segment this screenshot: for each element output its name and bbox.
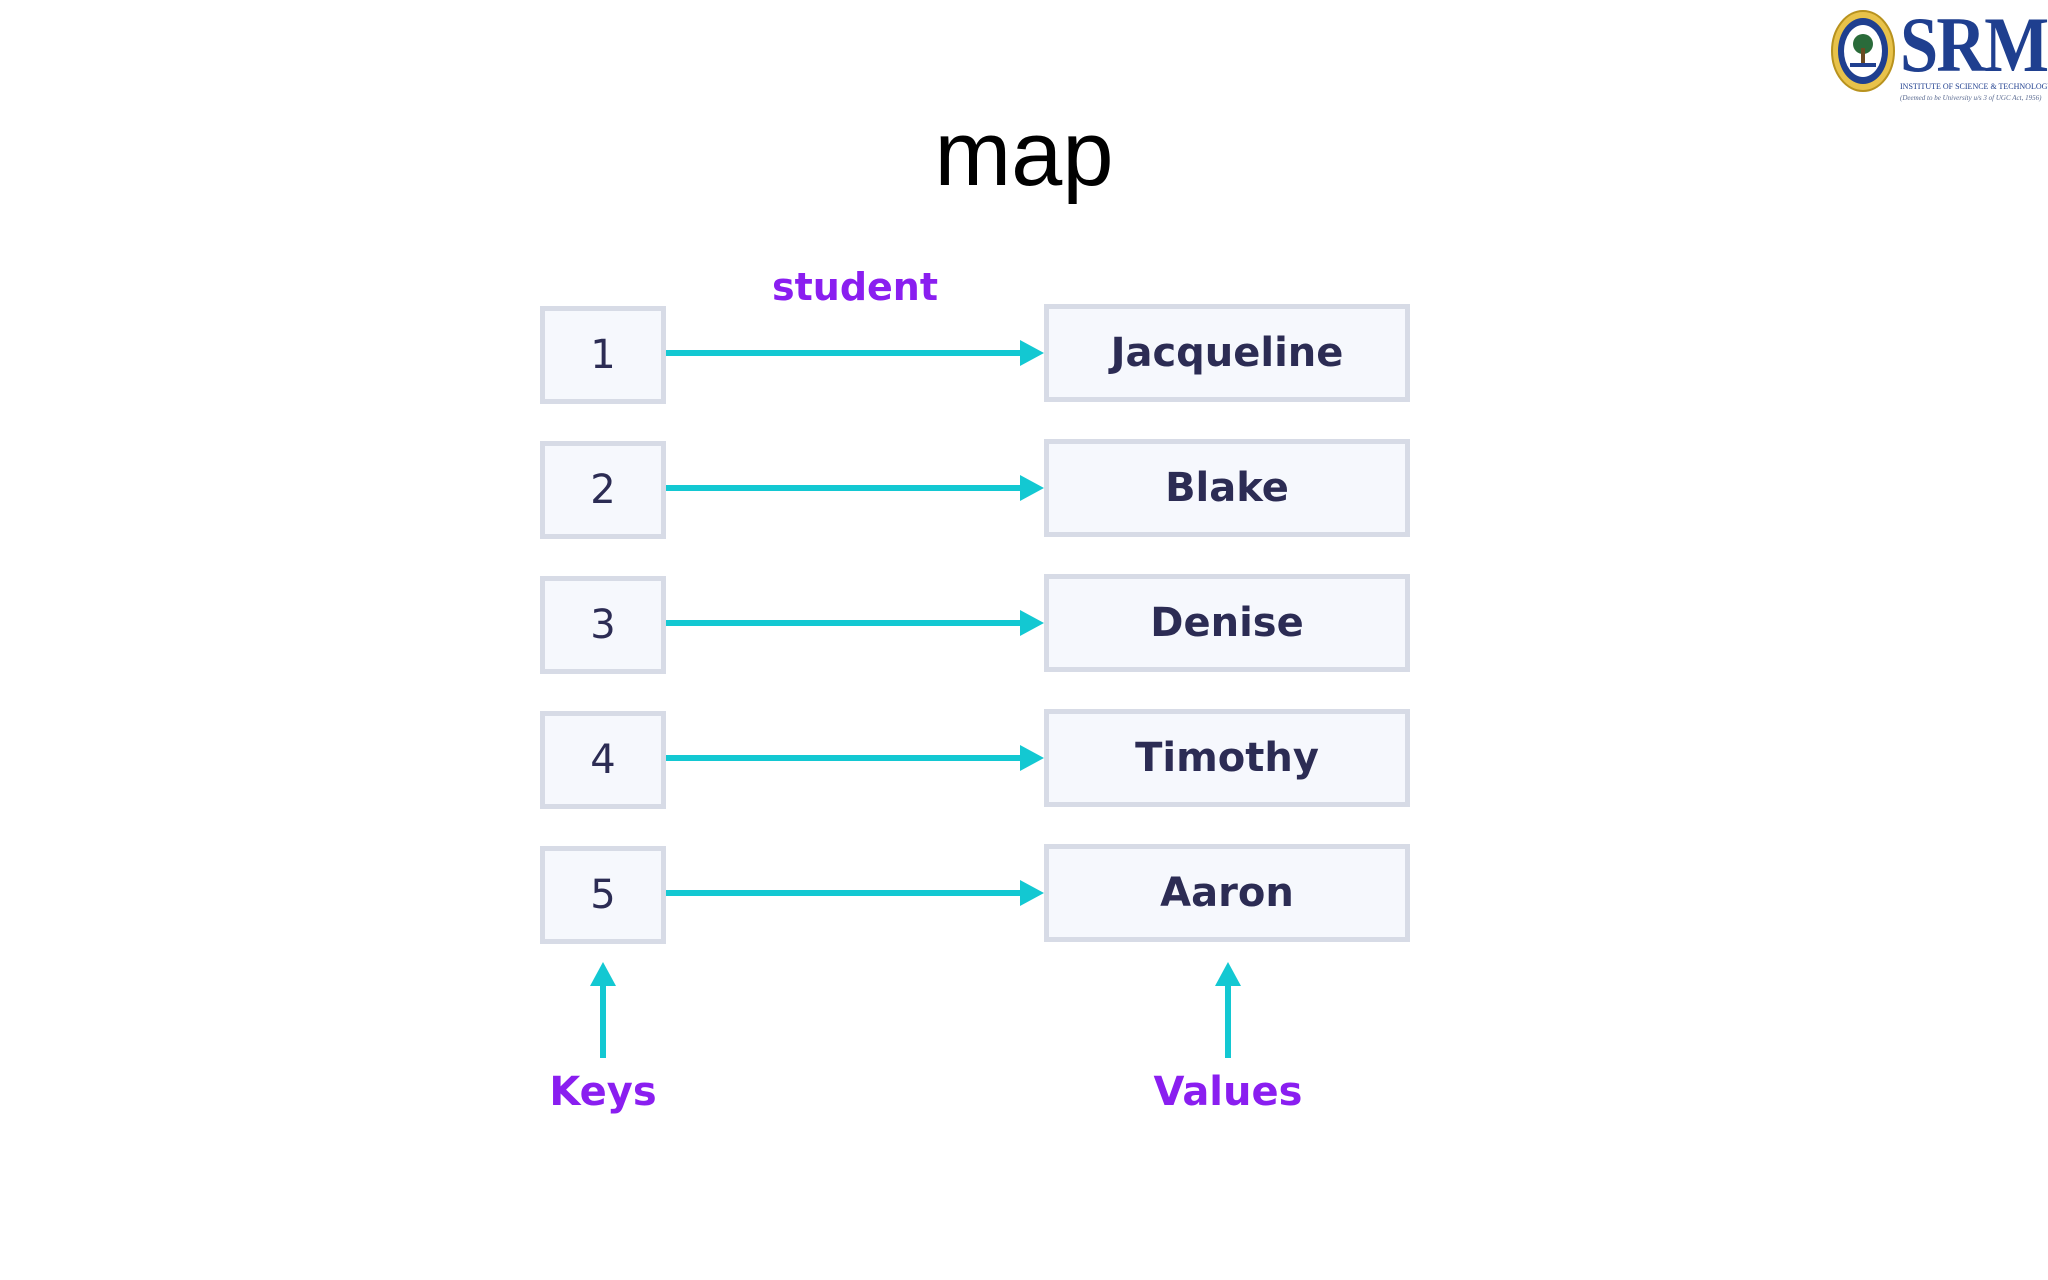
values-pointer-arrow	[1215, 962, 1241, 1058]
values-label: Values	[1153, 1069, 1303, 1115]
university-seal-icon	[1831, 10, 1895, 92]
keys-label: Keys	[549, 1069, 657, 1115]
mapping-arrow	[666, 880, 1044, 906]
slide-title: map	[934, 103, 1114, 205]
value-box: Denise	[1044, 574, 1410, 672]
key-box: 3	[540, 576, 666, 674]
logo-subtitle: INSTITUTE OF SCIENCE & TECHNOLOGY	[1900, 82, 2048, 91]
key-box: 4	[540, 711, 666, 809]
mapping-arrow	[666, 475, 1044, 501]
value-box: Timothy	[1044, 709, 1410, 807]
srm-logo: SRM INSTITUTE OF SCIENCE & TECHNOLOGY (D…	[1826, 1, 2048, 108]
logo-tagline: (Deemed to be University u/s 3 of UGC Ac…	[1900, 94, 2042, 102]
keys-pointer-arrow	[590, 962, 616, 1058]
logo-wordmark: SRM	[1900, 1, 2048, 88]
key-box: 2	[540, 441, 666, 539]
value-box: Aaron	[1044, 844, 1410, 942]
key-box: 5	[540, 846, 666, 944]
mapping-arrow	[666, 745, 1044, 771]
map-name-label: student	[771, 265, 939, 309]
mapping-arrow	[666, 610, 1044, 636]
key-box: 1	[540, 306, 666, 404]
mapping-arrow	[666, 340, 1044, 366]
value-box: Blake	[1044, 439, 1410, 537]
value-box: Jacqueline	[1044, 304, 1410, 402]
